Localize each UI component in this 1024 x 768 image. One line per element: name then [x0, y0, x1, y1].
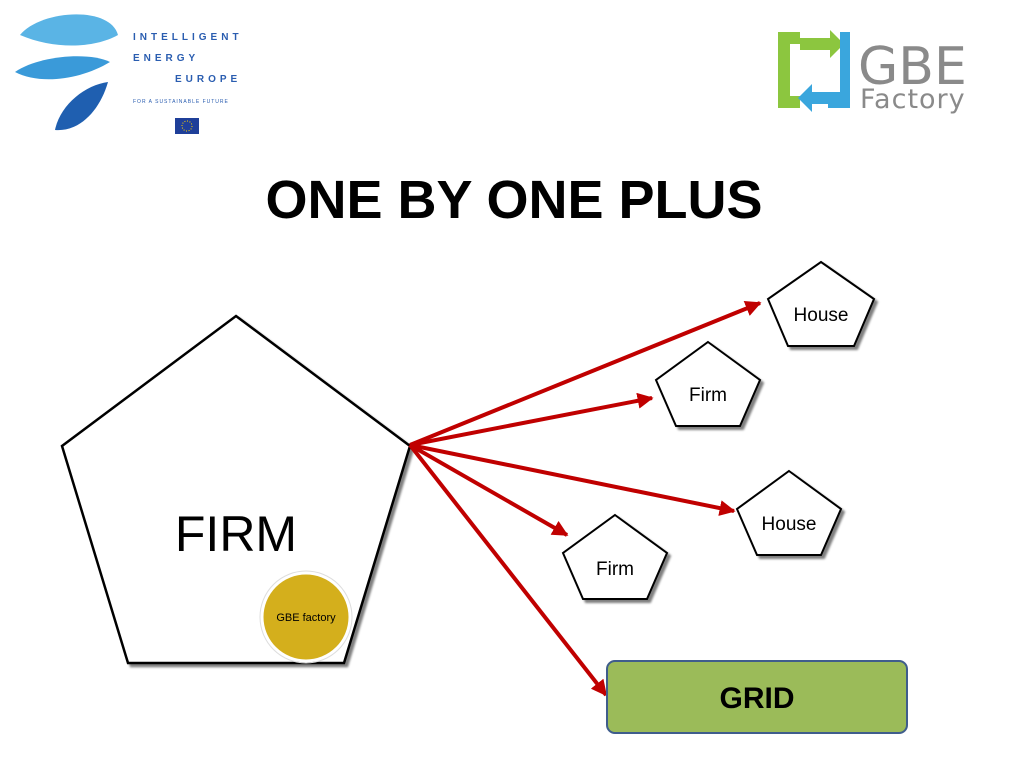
iee-swoosh-top-icon: [20, 14, 118, 46]
iee-logo: INTELLIGENT ENERGY EUROPE FOR A SUSTAINA…: [15, 14, 243, 134]
target-firm-top: Firm: [654, 340, 762, 427]
arrow-to-house-top: [409, 301, 762, 447]
target-firm-bottom: Firm: [561, 513, 669, 600]
target-house-middle-label: House: [762, 514, 817, 535]
gbe-blue-bracket-icon: [828, 32, 850, 108]
target-firm-bottom-label: Firm: [596, 559, 634, 580]
gbe-green-bracket-icon: [778, 32, 800, 108]
eu-stars-icon: [181, 120, 193, 132]
target-firm-bottom-pentagon: [561, 513, 669, 600]
iee-swoosh-middle-icon: [15, 56, 110, 80]
iee-line1: INTELLIGENT: [133, 32, 243, 43]
target-house-top-pentagon: [766, 260, 876, 347]
target-firm-top-label: Firm: [689, 385, 727, 406]
gbe-factory-logo: GBE Factory: [778, 30, 967, 115]
source-firm-node: FIRM GBE factory: [60, 314, 412, 665]
iee-swoosh-bottom-icon: [55, 82, 108, 131]
iee-tagline: FOR A SUSTAINABLE FUTURE: [133, 99, 229, 105]
gbe-factory-badge-ring: [259, 570, 353, 664]
grid-label: GRID: [720, 682, 795, 715]
target-house-middle-pentagon: [735, 469, 843, 556]
arrow-to-house-middle: [409, 443, 736, 516]
grid-node: GRID: [606, 660, 908, 734]
arrow-to-firm-top: [409, 392, 654, 447]
target-house-middle: House: [735, 469, 843, 556]
gbe-green-arrow-icon: [800, 30, 844, 58]
grid-box: [606, 660, 908, 734]
arrow-to-firm-bottom: [409, 443, 569, 537]
gbe-blue-arrow-icon: [798, 84, 840, 112]
gbe-logo-line1: GBE: [858, 37, 967, 97]
connection-arrows: [408, 301, 762, 697]
gbe-factory-badge-label: GBE factory: [276, 612, 336, 624]
target-house-top: House: [766, 260, 876, 347]
target-house-top-label: House: [794, 305, 849, 326]
slide-title: ONE BY ONE PLUS: [265, 170, 762, 230]
target-firm-top-pentagon: [654, 340, 762, 427]
iee-line2: ENERGY: [133, 53, 199, 64]
gbe-logo-line2: Factory: [860, 84, 966, 115]
iee-line3: EUROPE: [175, 74, 241, 85]
source-firm-label: FIRM: [175, 506, 297, 562]
source-firm-pentagon: [60, 314, 412, 665]
eu-flag-icon: [175, 118, 199, 134]
arrow-to-grid: [408, 443, 608, 697]
gbe-factory-badge: [260, 571, 352, 663]
